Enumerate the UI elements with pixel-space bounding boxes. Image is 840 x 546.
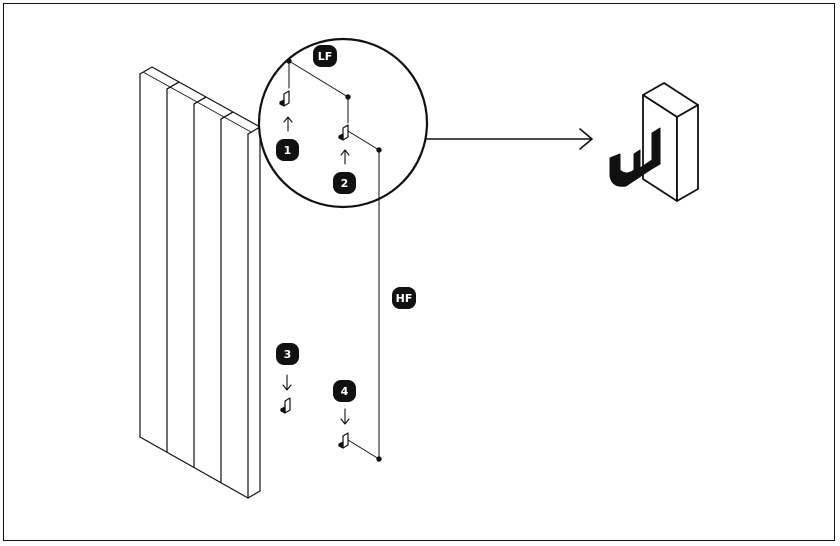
arrow-down-icon-step3 (282, 374, 292, 391)
badge-step4: 4 (333, 380, 356, 402)
badge-hf: HF (392, 287, 416, 309)
badge-step3: 3 (276, 343, 299, 365)
badge-step4-label: 4 (341, 385, 349, 398)
badge-step1: 1 (276, 139, 299, 161)
arrow-down-icon-step4 (340, 408, 350, 425)
bracket-icon-4 (338, 432, 349, 449)
lf-dimension (286, 58, 351, 124)
badge-lf: LF (313, 45, 337, 67)
bracket-icon-2 (338, 124, 349, 141)
bracket-icon-1 (279, 90, 290, 107)
arrow-up-icon-step1 (283, 116, 293, 132)
badge-step2: 2 (333, 172, 356, 194)
bracket-icon-3 (280, 397, 291, 414)
badge-hf-label: HF (396, 292, 413, 305)
hf-dimension (347, 130, 382, 462)
arrow-right-icon (426, 128, 593, 150)
arrow-up-icon-step2 (340, 149, 350, 165)
diagram-frame (3, 3, 835, 541)
badge-step3-label: 3 (284, 348, 292, 361)
badge-lf-label: LF (318, 50, 333, 63)
badge-step2-label: 2 (341, 177, 349, 190)
radiator-panel (139, 66, 261, 499)
magnifier-circle (257, 37, 429, 209)
wall-bracket-detail (609, 82, 699, 202)
badge-step1-label: 1 (284, 144, 292, 157)
